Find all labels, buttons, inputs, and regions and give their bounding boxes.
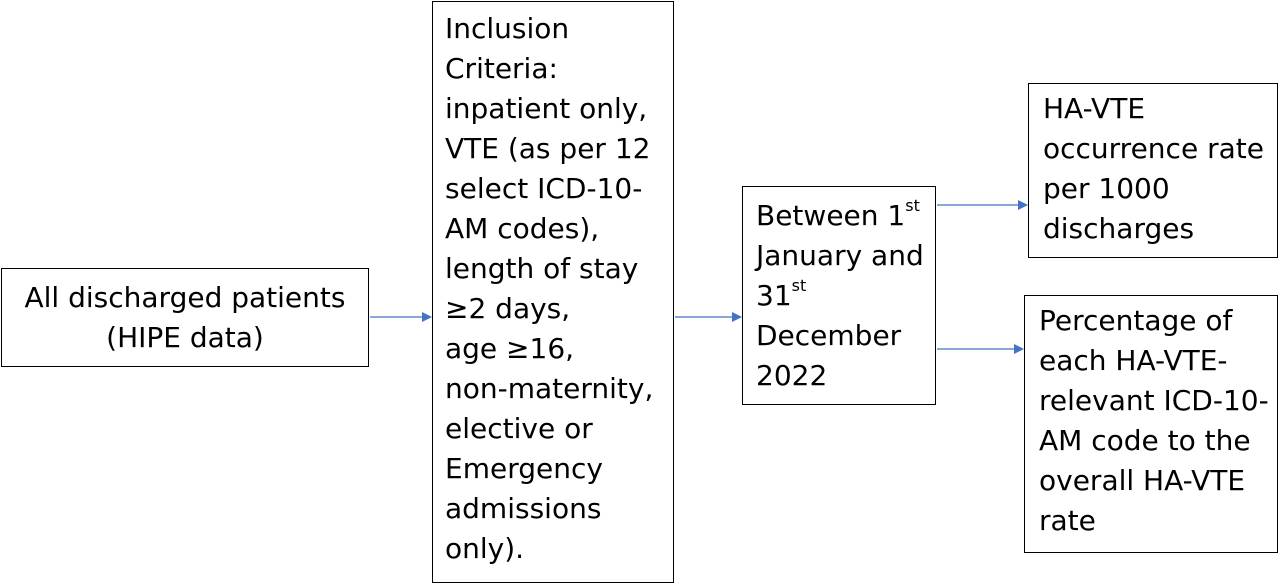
node-text-line: 31st [756,276,935,316]
node-text-line: December [756,319,902,352]
node-text-line: admissions [445,492,602,525]
node-text-line: inpatient only, [445,92,648,125]
node-date-range: Between 1st January and 31st December 20… [742,186,936,405]
node-text-line: Criteria: [445,52,558,85]
node-text-line: non-maternity, [445,372,654,405]
node-text-line: All discharged patients [24,281,346,314]
node-text-line: per 1000 [1043,172,1170,205]
date-start-text: Between 1 [756,199,906,232]
ordinal-suffix: st [905,195,920,215]
node-text-line: age ≥16, [445,332,575,365]
node-text-line: elective or [445,412,593,445]
node-occurrence-rate: HA-VTE occurrence rate per 1000 discharg… [1028,83,1278,258]
node-text-line: select ICD-10- [445,172,643,205]
node-text-line: HA-VTE [1043,92,1146,125]
node-text-line: Emergency [445,452,603,485]
node-text-line: (HIPE data) [106,321,264,354]
ordinal-suffix: st [791,275,807,295]
node-inclusion-criteria: Inclusion Criteria: inpatient only, VTE … [432,1,674,583]
node-all-discharged-patients: All discharged patients (HIPE data) [1,268,369,367]
node-text-line: rate [1039,504,1096,537]
node-text-line: Inclusion [445,12,570,45]
node-text-line: overall HA-VTE [1039,464,1246,497]
node-text-line: ≥2 days, [445,292,571,325]
node-text-line: Percentage of [1039,304,1233,337]
node-text-line: length of stay [445,252,639,285]
node-text-line: AM codes), [445,212,600,245]
node-text-line: VTE (as per 12 [445,132,651,165]
node-text-line: occurrence rate [1043,132,1264,165]
node-text-line: only). [445,532,525,565]
node-text-line: relevant ICD-10- [1039,384,1269,417]
node-text-line: January and [756,239,924,272]
node-text-line: Between 1st [756,196,935,236]
node-percentage: Percentage of each HA-VTE- relevant ICD-… [1024,295,1278,553]
node-text-line: AM code to the [1039,424,1251,457]
date-end-text: 31 [756,279,792,312]
node-text-line: 2022 [756,359,828,392]
node-text-line: discharges [1043,212,1195,245]
node-text-line: each HA-VTE- [1039,344,1228,377]
